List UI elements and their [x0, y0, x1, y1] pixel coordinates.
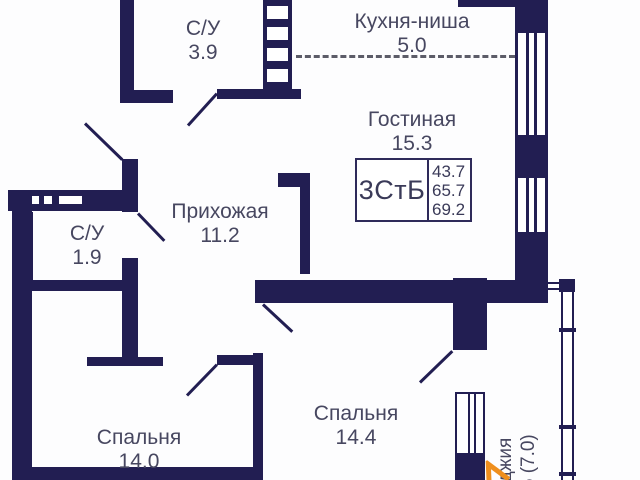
room-label-bathroom-small: С/У 1.9	[70, 222, 104, 270]
apartment-area-value: 65.7	[432, 181, 466, 200]
wall	[515, 135, 548, 178]
wall	[253, 353, 263, 480]
door-swing-line	[136, 212, 166, 242]
room-name: Гостиная	[367, 108, 457, 131]
loggia-glazing	[548, 282, 562, 290]
wall	[453, 278, 487, 350]
wall	[217, 355, 253, 365]
door-swing-line	[186, 92, 218, 127]
wall	[12, 467, 263, 480]
loggia-glazing	[561, 292, 574, 480]
vent-slot	[59, 196, 82, 204]
door-swing-line	[185, 363, 219, 397]
room-name: Кухня-ниша	[354, 10, 470, 33]
room-label-kitchen-niche: Кухня-ниша 5.0	[354, 10, 469, 58]
room-area: 1.9	[72, 246, 102, 269]
vent-slot	[267, 6, 288, 19]
room-name: С/У	[69, 222, 105, 245]
vent-slot	[31, 196, 39, 204]
apartment-type-label: 3СтБ	[358, 174, 426, 205]
wall	[122, 258, 138, 365]
wall	[30, 280, 138, 291]
room-label-bathroom-top: С/У 3.9	[186, 17, 220, 65]
door-swing-line	[261, 303, 294, 333]
room-name: Спальня	[313, 402, 399, 425]
window-mullion	[526, 33, 529, 135]
window	[455, 392, 485, 455]
room-label-hallway: Прихожая 11.2	[171, 200, 268, 248]
wall	[134, 90, 173, 103]
window	[515, 33, 548, 135]
loggia-glazing-transom	[559, 328, 576, 332]
window-mullion	[474, 394, 476, 453]
vent-slot	[44, 196, 52, 204]
door-swing-line	[83, 122, 124, 161]
apartment-area-value: 69.2	[432, 200, 466, 219]
window-mullion	[534, 178, 537, 232]
door-swing-line	[418, 350, 454, 384]
room-area: 14.0	[118, 450, 160, 473]
apartment-areas: 43.7 65.7 69.2	[427, 160, 470, 220]
kitchen-niche-dashed-line	[296, 55, 515, 58]
entrance-arrow-icon	[485, 459, 511, 480]
wall	[455, 455, 485, 480]
apartment-info-box: 3СтБ 43.7 65.7 69.2	[355, 158, 472, 222]
wall	[458, 0, 515, 7]
room-area: 11.2	[200, 224, 240, 247]
wall	[300, 173, 310, 274]
room-area: 14.4	[335, 426, 377, 449]
room-area: 15.3	[391, 132, 433, 155]
loggia-glazing-transom	[559, 425, 576, 429]
window-mullion	[534, 33, 537, 135]
wall	[515, 0, 548, 33]
room-area: 5.0	[397, 34, 427, 57]
loggia-glazing-transom	[559, 472, 576, 476]
window-mullion	[468, 394, 470, 453]
room-label-bedroom-left: Спальня 14.0	[97, 426, 181, 474]
room-area: 3.5 (7.0)	[518, 434, 539, 480]
wall	[12, 190, 32, 480]
window	[515, 178, 548, 232]
wall	[87, 357, 163, 366]
room-name: С/У	[185, 17, 221, 40]
wall	[120, 0, 134, 103]
vent-slot	[267, 27, 288, 40]
wall	[515, 232, 548, 303]
wall	[29, 212, 33, 280]
vent-slot	[267, 48, 288, 61]
room-label-bedroom-right: Спальня 14.4	[314, 402, 398, 450]
loggia-glazing-post	[559, 279, 575, 292]
vent-slot	[267, 69, 288, 82]
room-name: Прихожая	[171, 200, 269, 223]
room-area: 3.9	[188, 41, 218, 64]
apartment-area-value: 43.7	[432, 162, 466, 181]
wall	[255, 280, 548, 303]
wall	[217, 89, 301, 99]
window-mullion	[526, 178, 529, 232]
room-label-living-room: Гостиная 15.3	[368, 108, 456, 156]
room-name: Спальня	[96, 426, 182, 449]
